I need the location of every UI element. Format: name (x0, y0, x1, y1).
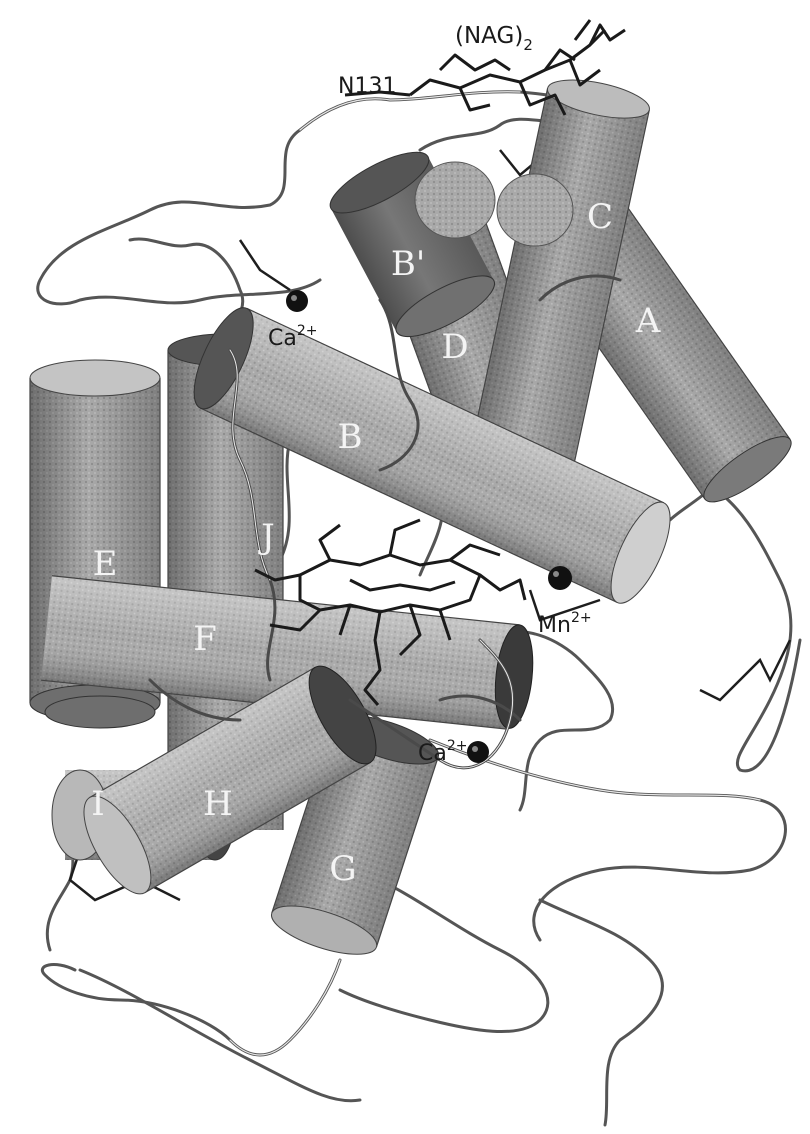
sidechain-right (700, 640, 790, 700)
label-helix-b-prime: B' (391, 244, 425, 284)
label-helix-d: D (441, 327, 468, 367)
label-helix-g: G (329, 849, 356, 889)
coil-bottom-3 (80, 970, 360, 1101)
coil-lower-right-1 (430, 740, 785, 940)
label-ca-lower: Ca2+ (418, 738, 467, 766)
ca-ion-upper (286, 290, 308, 312)
mn-ion (548, 566, 572, 590)
ca-ion-lower (467, 741, 489, 763)
label-helix-f: F (193, 619, 217, 659)
label-helix-b: B (338, 417, 363, 457)
coil-lower-right-2 (540, 900, 662, 1125)
label-helix-i: I (91, 784, 104, 824)
label-n131: N131 (338, 74, 396, 99)
helix-e-cap (45, 696, 155, 728)
coil-left-loop (38, 130, 320, 304)
label-mn: Mn2+ (538, 610, 592, 638)
coil-right-long (700, 480, 800, 771)
label-helix-j: J (258, 517, 275, 557)
label-helix-a: A (635, 301, 661, 341)
label-nag: (NAG)2 (455, 23, 533, 54)
sidechain-ca-left (240, 240, 290, 290)
label-helix-c: C (587, 197, 613, 237)
label-helix-e: E (93, 544, 118, 584)
label-helix-h: H (203, 784, 233, 824)
